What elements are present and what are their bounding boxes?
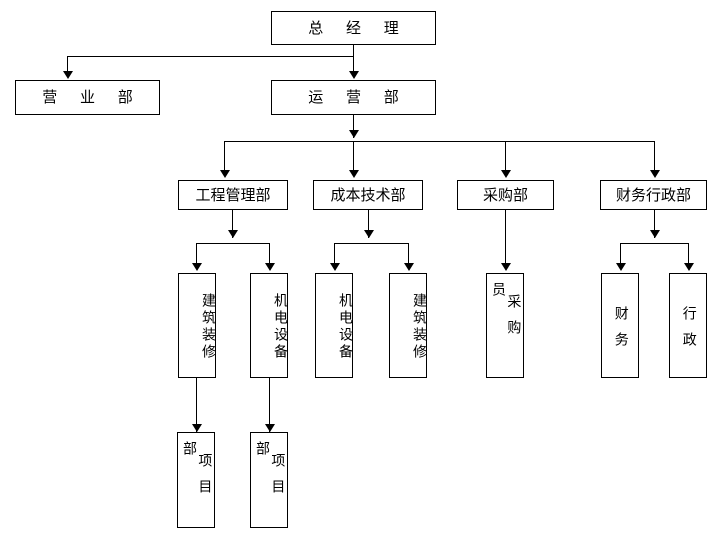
arrowhead-to-purchaser: [501, 263, 511, 271]
node-engineering-mgmt-dept[interactable]: 工程管理部: [178, 180, 288, 210]
arrowhead-to-finance-admin: [650, 170, 660, 178]
arrowhead-to-eng-electromech: [265, 263, 275, 271]
arrowhead-to-purchasing: [501, 170, 511, 178]
connector-bus-to-finance-admin: [654, 141, 655, 171]
node-cost-building-decoration[interactable]: 建筑装修: [389, 273, 427, 378]
connector-finance-admin-stem: [654, 210, 655, 238]
connector-operations-stem: [353, 115, 354, 138]
node-project-dept-2[interactable]: 项目部: [250, 432, 288, 528]
node-eng-electromechanical[interactable]: 机电设备: [250, 273, 288, 378]
connector-cost-to-electromech: [334, 243, 335, 265]
connector-engineering-bus: [196, 243, 269, 244]
connector-to-administration: [688, 243, 689, 265]
node-finance-admin-dept[interactable]: 财务行政部: [600, 180, 707, 210]
arrowhead-to-cost-electromech: [330, 263, 340, 271]
connector-cost-bus: [334, 243, 408, 244]
connector-purchasing-to-purchaser: [505, 210, 506, 265]
connector-engineering-to-electromech: [269, 243, 270, 265]
connector-gm-to-operations: [353, 56, 354, 73]
arrowhead-to-finance: [616, 263, 626, 271]
connector-level3-bus: [224, 141, 654, 142]
connector-cost-to-building: [408, 243, 409, 265]
node-project-dept-1[interactable]: 项目部: [177, 432, 215, 528]
arrowhead-to-sales: [63, 71, 73, 79]
arrowhead-to-engineering: [220, 170, 230, 178]
arrowhead-to-project-dept-1: [192, 424, 202, 432]
connector-cost-stem: [368, 210, 369, 238]
node-general-manager[interactable]: 总 经 理: [271, 11, 436, 45]
node-cost-technology-dept[interactable]: 成本技术部: [313, 180, 423, 210]
connector-bus-to-purchasing: [505, 141, 506, 171]
connector-finance-admin-bus: [620, 243, 688, 244]
connector-gm-to-sales: [67, 56, 68, 73]
arrowhead-cost-stem: [364, 230, 374, 238]
connector-bus-to-engineering: [224, 141, 225, 171]
connector-engineering-to-building: [196, 243, 197, 265]
arrowhead-finance-admin-stem: [650, 230, 660, 238]
arrowhead-to-project-dept-2: [265, 424, 275, 432]
arrowhead-to-operations: [349, 71, 359, 79]
node-purchaser[interactable]: 采购员: [486, 273, 524, 378]
node-operations-dept[interactable]: 运 营 部: [271, 80, 436, 115]
connector-to-finance: [620, 243, 621, 265]
arrowhead-operations-stem: [349, 130, 359, 138]
connector-engineering-stem: [232, 210, 233, 238]
arrowhead-to-cost-building: [404, 263, 414, 271]
connector-building-to-project-1: [196, 378, 197, 432]
arrowhead-to-administration: [684, 263, 694, 271]
arrowhead-to-eng-building: [192, 263, 202, 271]
node-cost-electromechanical[interactable]: 机电设备: [315, 273, 353, 378]
node-eng-building-decoration[interactable]: 建筑装修: [178, 273, 216, 378]
connector-gm-bus: [67, 56, 354, 57]
connector-gm-stem: [353, 45, 354, 57]
connector-bus-to-cost: [353, 141, 354, 171]
connector-electromech-to-project-2: [269, 378, 270, 432]
node-purchasing-dept[interactable]: 采购部: [457, 180, 554, 210]
arrowhead-to-cost: [349, 170, 359, 178]
arrowhead-engineering-stem: [228, 230, 238, 238]
node-administration[interactable]: 行政: [669, 273, 707, 378]
node-sales-dept[interactable]: 营 业 部: [15, 80, 160, 115]
node-finance[interactable]: 财务: [601, 273, 639, 378]
